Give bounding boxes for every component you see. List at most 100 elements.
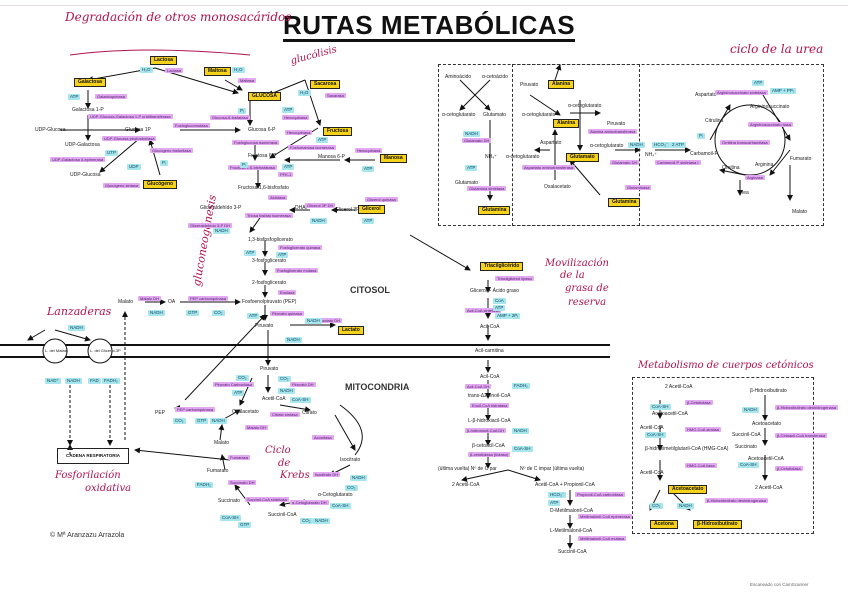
cofactor-label: HCO₃⁻	[548, 492, 567, 498]
arrow	[529, 94, 561, 116]
arrow	[220, 454, 226, 471]
arrow	[769, 149, 791, 176]
metabolite: Acetoacetato	[752, 421, 782, 427]
cofactor-label: ATP	[465, 165, 478, 171]
handwritten-oxphos-2: oxidativa	[85, 483, 132, 494]
respiratory-chain-box: CADENA RESPIRATORIA	[57, 448, 129, 464]
shuttle-glycerol-label: L. del Glicerol-3P	[90, 348, 121, 353]
enzyme-label: Lactasa	[165, 68, 184, 73]
metabolite: NH₄⁺	[485, 154, 497, 160]
arrow	[27, 329, 46, 341]
metabolite: Citrulina	[705, 118, 724, 124]
cofactor-label: CoA-SH	[738, 462, 759, 468]
cofactor-label: CO₂	[212, 310, 225, 316]
enzyme-label: β-Cetotiolasa	[775, 466, 803, 471]
cofactor-label: HCO₃⁻	[652, 142, 671, 148]
box-fructosa: Fructosa	[323, 127, 353, 136]
metabolite: Malato	[792, 209, 808, 215]
cofactor-label: GTP	[186, 310, 200, 316]
enzyme-label: Metilmalonil-CoA epimerasa	[578, 514, 632, 519]
cofactor-label: CoA-SH	[290, 397, 311, 403]
metabolite: L-β-hidroxiacil-CoA	[468, 418, 511, 424]
enzyme-label: Glicerol quinasa	[365, 197, 398, 202]
metabolite: UDP-Glucosa	[35, 127, 66, 133]
metabolite: Carbamoil-P	[690, 151, 718, 157]
cofactor-label: ATP	[362, 218, 375, 224]
metabolite: Acil-CoA	[480, 324, 500, 330]
enzyme-label: Lactato DH	[318, 318, 343, 323]
arrow	[54, 329, 91, 342]
arrow	[507, 469, 541, 482]
author-credit: © Mª Aranzazu Arrazola	[50, 532, 125, 539]
metabolite: β-cetoacil-CoA	[472, 443, 505, 449]
metabolite: Citrato	[302, 410, 317, 416]
enzyme-label: PEP carboxiquinasa	[175, 407, 215, 412]
enzyme-label: UDP-Glucosa-Galactosa 1-P uridiltransfer…	[88, 114, 173, 119]
enzyme-label: Carbamoil-P sintetasa I	[655, 160, 701, 165]
metabolite: Succinato	[218, 498, 240, 504]
enzyme-label: Glutamato DH	[462, 138, 492, 143]
metabolite: Glutamato	[483, 112, 507, 118]
enzyme-label: Piruvato DH	[290, 382, 316, 387]
cofactor-label: ATP	[316, 137, 329, 143]
annotation-curve	[69, 49, 251, 56]
cofactor-label: NADH	[742, 407, 759, 413]
enzyme-label: Fructosa 1,6-bisfosfatasa	[228, 165, 277, 170]
cofactor-label: CoA-SH	[645, 432, 666, 438]
cofactor-label: H₂O	[298, 90, 311, 96]
metabolite: DHAP	[295, 205, 309, 211]
metabolite: Fructosa 1,6-bisfosfato	[238, 185, 289, 191]
metabolite: Glicerol 3P	[335, 207, 360, 213]
enzyme-label: Piruvato quinasa	[270, 311, 304, 316]
handwritten-fat-4: reserva	[568, 297, 607, 308]
cofactor-label: ATP	[244, 250, 257, 256]
cofactor-label: FAD	[88, 378, 101, 384]
cofactor-label: Pᵢ	[240, 162, 248, 168]
enzyme-label: Fosfoglucomutasa	[173, 123, 210, 128]
box-triacilglicerido: Triacilglicérido	[480, 262, 524, 271]
metabolite: PEP	[155, 410, 166, 416]
enzyme-label: Fumarasa	[228, 455, 251, 460]
metabolite: L-Metilmalonil-CoA	[550, 528, 593, 534]
arrow	[304, 79, 322, 126]
arrow	[554, 64, 562, 81]
cofactor-label: GTP	[238, 522, 252, 528]
urea-box	[512, 64, 824, 226]
handwritten-degradation: Degradación de otros monosacáridos	[65, 10, 292, 24]
cofactor-label: CO₂	[173, 418, 186, 424]
cofactor-label: NADH	[210, 418, 227, 424]
enzyme-label: β-Cetotiolasa	[685, 400, 713, 405]
enzyme-label: Aconitasa	[312, 435, 334, 440]
metabolite: α-cetoglutarato	[442, 112, 476, 118]
cofactor-label: ATP	[752, 80, 765, 86]
handwritten-ketone: Metabolismo de cuerpos cetónicos	[638, 360, 814, 371]
box-alanina: Alanina	[548, 80, 575, 89]
metabolite: 1,3-bisfosfoglicerato	[248, 237, 293, 243]
metabolite: Aspartato	[695, 92, 717, 98]
box-manosa: Manosa	[380, 154, 407, 163]
enzyme-label: Acil-CoA DH	[465, 384, 492, 389]
cofactor-label: GTP	[195, 418, 209, 424]
cofactor-label: H₂O	[140, 67, 153, 73]
enzyme-label: Fosfomanosa isomerasa	[288, 145, 336, 150]
enzyme-label: HMG-CoA sintasa	[685, 427, 722, 432]
cofactor-label: NADH	[628, 142, 645, 148]
enzyme-label: Glucógeno sintasa	[103, 183, 141, 188]
metabolite: Argininosuccinato	[750, 104, 790, 110]
cofactor-label: AMP + PPᵢ	[770, 88, 796, 94]
enzyme-label: PFK-1	[278, 172, 294, 177]
metabolite: Malato	[118, 299, 134, 305]
arrow	[459, 79, 491, 111]
metabolite: Fructosa 6-P	[248, 153, 277, 159]
arrow	[461, 469, 509, 482]
metabolite: 2-fosfoglicerato	[252, 280, 287, 286]
shuttle-malate	[42, 338, 68, 364]
cofactor-label: CoA	[493, 298, 506, 304]
metabolite: (última vuelta) Nº de C par	[438, 466, 497, 472]
metabolite: β-Hidroxibutirato	[750, 388, 787, 394]
box-glucosa: GLUCOSA	[248, 92, 281, 101]
cofactor-label: NADH	[305, 318, 322, 324]
metabolite: β-hidroximetilglutaril-CoA (HMG-CoA)	[645, 446, 729, 452]
cofactor-label: ATP	[68, 94, 81, 100]
arrow	[218, 424, 225, 441]
